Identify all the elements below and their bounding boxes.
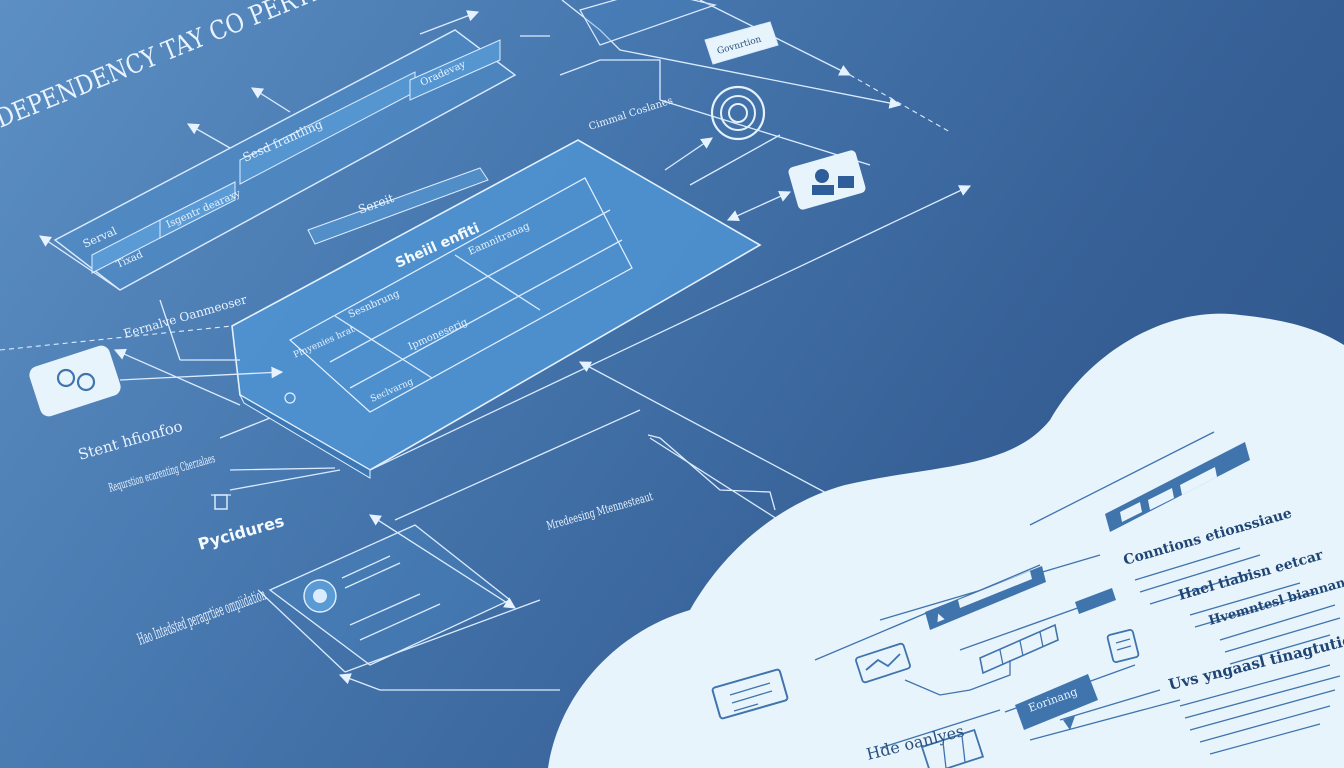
grid-icon-bottom	[920, 728, 985, 768]
bottom-left-panel	[268, 524, 512, 666]
grid-icon	[979, 623, 1059, 675]
top-panel: Sesd frantling Serval Isgentr dearaxy Ti…	[53, 29, 517, 291]
document-icon	[711, 668, 789, 720]
right-text-block-1	[1134, 547, 1261, 605]
top-form-box	[579, 0, 718, 46]
top-right-small-note: Cimmal Coslanes	[588, 95, 675, 133]
right-text-block-4	[1179, 664, 1341, 755]
connectors	[0, 0, 972, 691]
form-input-row[interactable]	[1105, 442, 1250, 532]
main-panel[interactable]: Sheiil enfiti Sesnbrung Eamnitranag Ipmo…	[231, 139, 762, 479]
cloud-document-area	[548, 313, 1344, 768]
procedures-label: Pycidures	[196, 511, 286, 554]
search-bar-widget[interactable]: ▲	[925, 566, 1046, 630]
fingerprint-icon	[710, 85, 766, 141]
mid-note: Mredeesing Mtennesteaut	[545, 489, 655, 533]
right-text-block-2	[1189, 582, 1316, 628]
center-left-note: Eernalve Oanmeoser	[122, 292, 249, 341]
notepad-icon	[1106, 629, 1140, 663]
group-icon	[29, 345, 121, 417]
right-text-block-3	[1219, 604, 1341, 665]
user-card-icon	[788, 150, 866, 210]
trash-icon	[211, 494, 231, 510]
panel-node-icon	[284, 392, 296, 404]
mini-tag	[1075, 588, 1116, 614]
badge-top: Govnrtion	[704, 21, 779, 65]
caret-icon: ▲	[934, 611, 946, 624]
bottom-left-caption: Hao Intedsted peragrtiee ompiidation	[135, 585, 268, 649]
left-note-b: Requrstion ecarenting Cherzalaes	[107, 451, 217, 495]
chart-icon	[855, 642, 911, 684]
left-note-a: Stent hfionfoo	[76, 417, 184, 464]
